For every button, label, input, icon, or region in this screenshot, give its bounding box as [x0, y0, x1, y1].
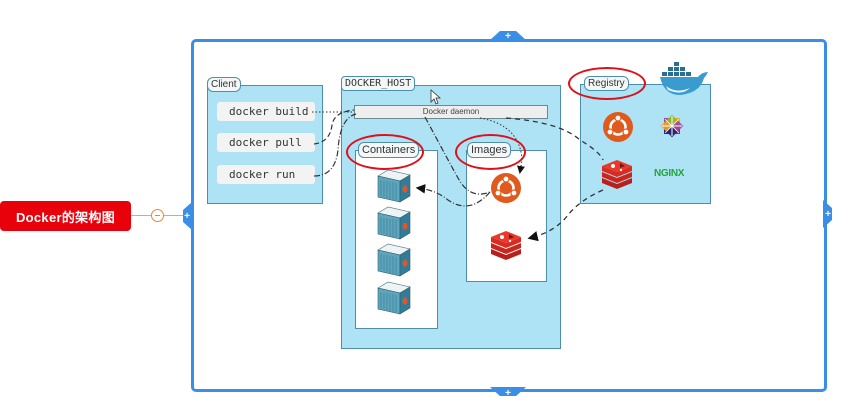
containers-highlight: [346, 134, 424, 170]
docker-host-label: DOCKER_HOST: [341, 76, 416, 91]
ubuntu-image-icon: [489, 171, 523, 205]
image-to-container-arrow: [415, 184, 491, 207]
left-add-handle[interactable]: +: [183, 202, 192, 230]
docker-whale-icon: [660, 62, 708, 95]
run-connection: [313, 113, 357, 177]
top-add-handle[interactable]: +: [490, 31, 526, 42]
docker-daemon-bar: Docker daemon: [354, 105, 548, 119]
ubuntu-registry-icon: [601, 110, 635, 144]
client-label: Client: [207, 77, 241, 92]
redis-image-icon: [491, 231, 521, 260]
plus-icon: +: [184, 211, 190, 222]
plus-icon: +: [505, 388, 511, 399]
container-icon: [377, 206, 411, 240]
daemon-to-image-connection: [424, 116, 491, 195]
registry-panel: [580, 84, 711, 204]
plus-icon: +: [505, 31, 511, 42]
images-box: [466, 150, 547, 282]
nginx-logo: NGINX: [654, 168, 685, 179]
plus-icon: +: [825, 209, 831, 220]
command-docker-pull: docker pull: [217, 133, 315, 152]
registry-to-image-arrow: [527, 189, 604, 242]
container-icon: [377, 243, 411, 277]
images-highlight: [455, 134, 526, 170]
command-docker-run: docker run: [217, 165, 315, 184]
container-icon: [377, 281, 411, 315]
daemon-to-registry-connection: [505, 117, 604, 161]
build-to-image-arrow: [479, 117, 525, 174]
centos-registry-icon: [660, 114, 684, 138]
redis-registry-icon: [602, 160, 632, 189]
registry-highlight: [568, 67, 646, 100]
root-topic-label: Docker的架构图: [15, 209, 116, 225]
mouse-cursor-icon: [430, 89, 442, 105]
command-docker-build: docker build: [217, 102, 315, 121]
pull-connection: [313, 109, 355, 145]
collapse-icon[interactable]: [151, 209, 164, 222]
bottom-add-handle[interactable]: +: [490, 387, 526, 399]
right-add-handle[interactable]: +: [823, 200, 832, 228]
root-topic[interactable]: Docker的架构图: [0, 201, 131, 231]
container-icon: [377, 169, 411, 203]
